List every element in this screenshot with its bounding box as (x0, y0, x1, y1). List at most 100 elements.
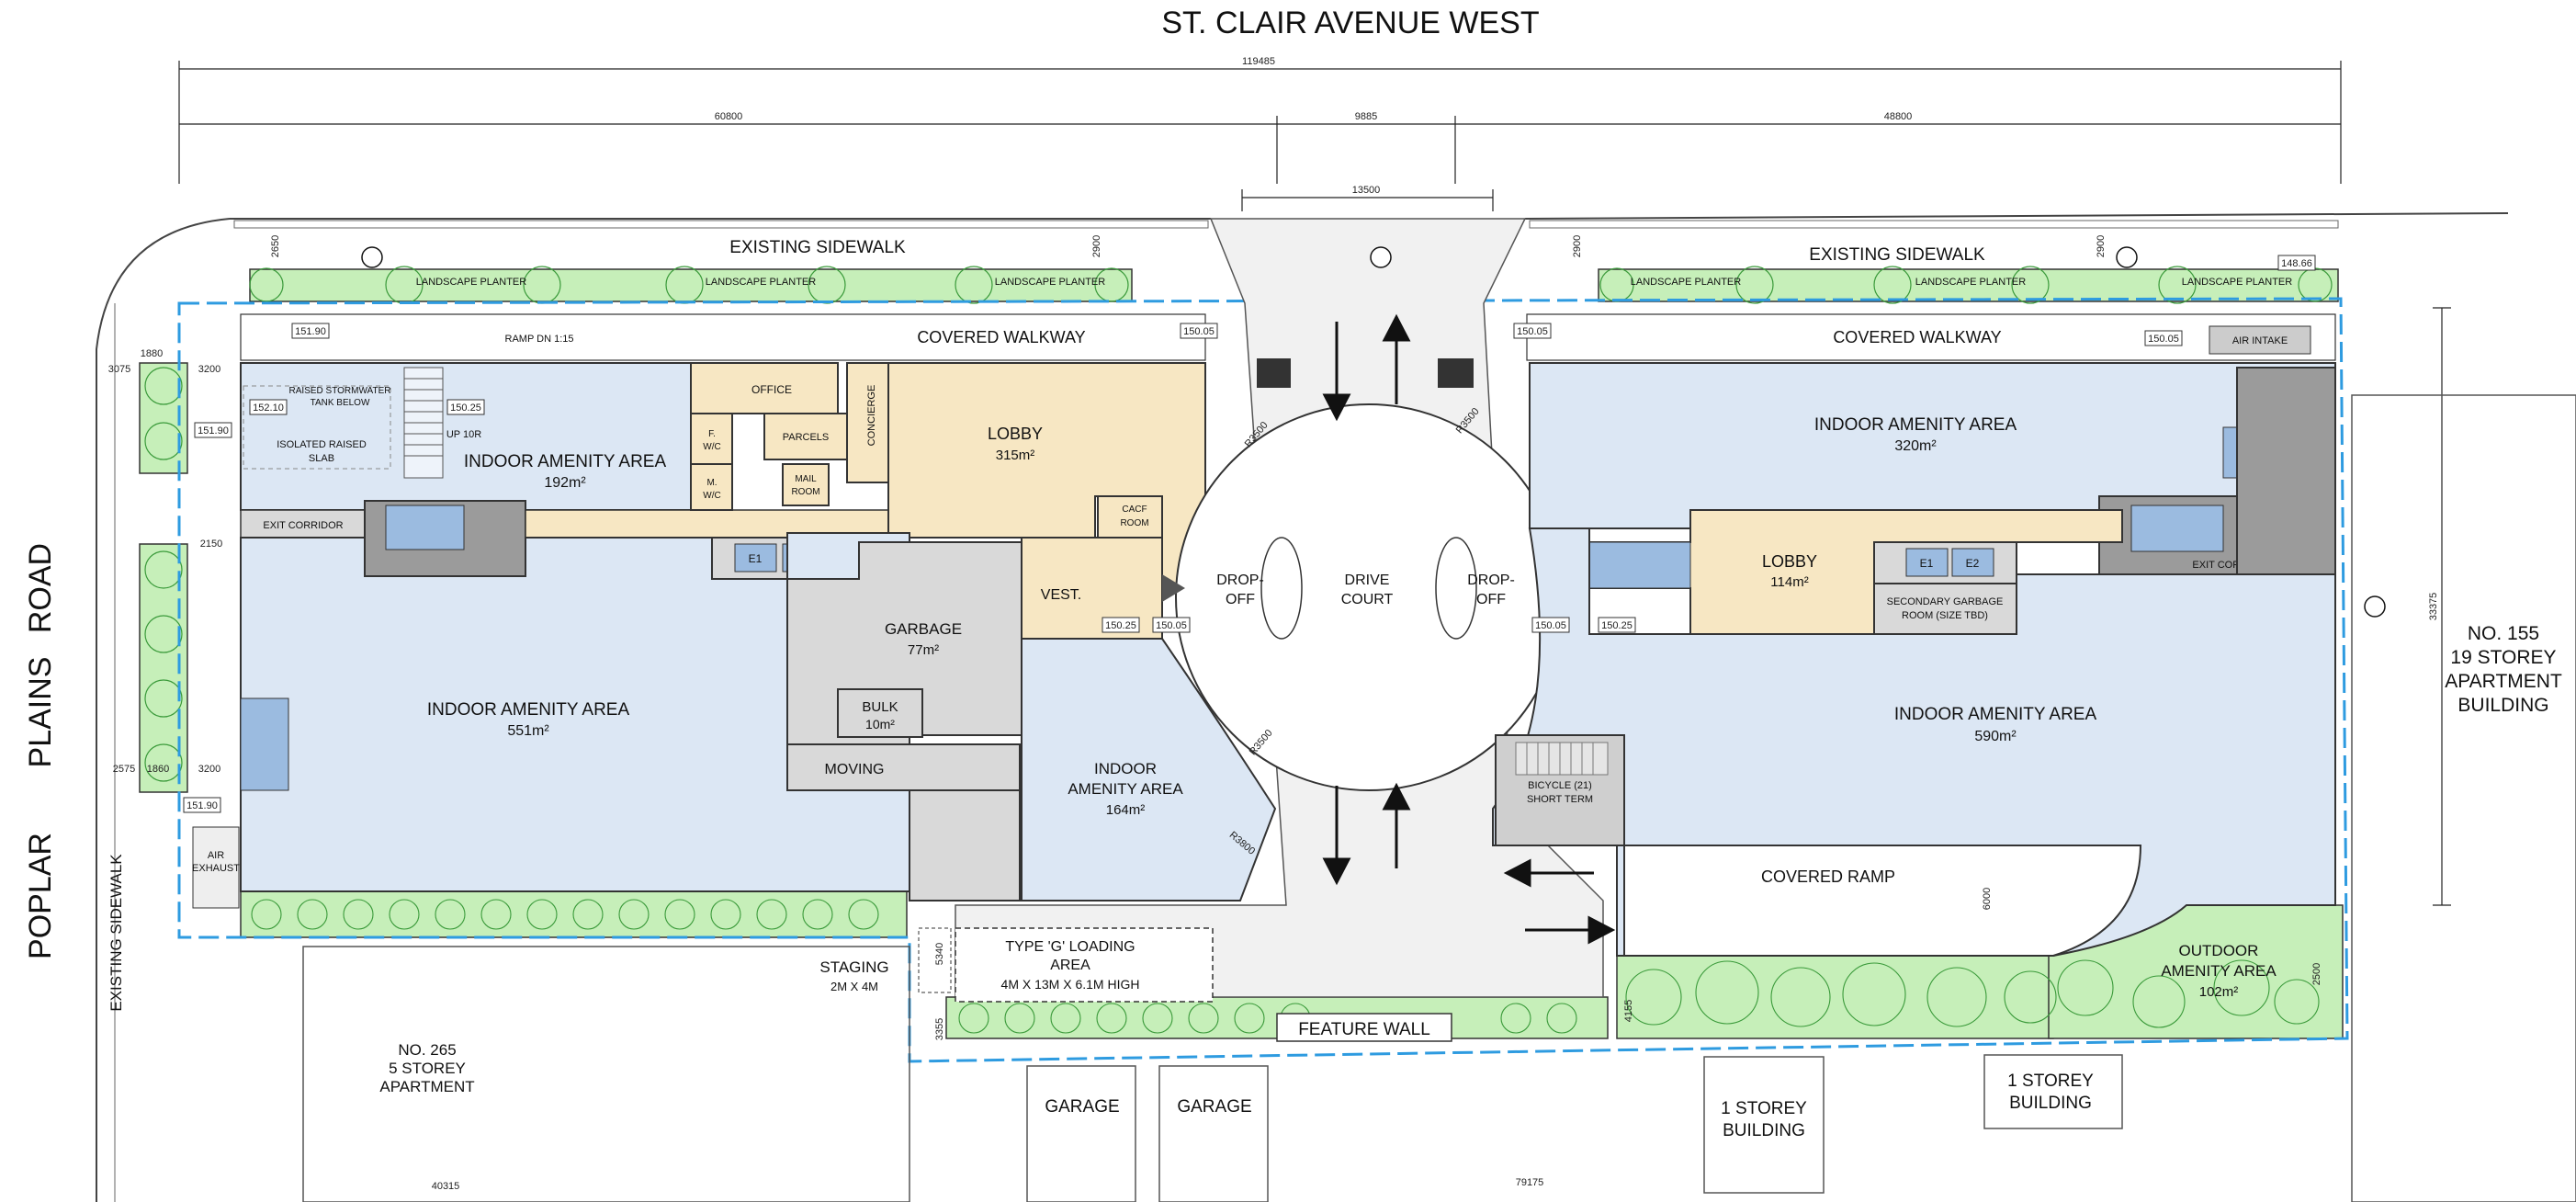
bicycle-label-2: SHORT TERM (1527, 794, 1593, 805)
stair-west-top (403, 367, 444, 479)
outdoor-amenity-area: 102m² (2199, 984, 2239, 1000)
garbage-name: GARBAGE (885, 620, 962, 638)
drop-off-west-2: OFF (1226, 592, 1255, 607)
secondary-garbage-2: ROOM (SIZE TBD) (1902, 610, 1988, 621)
no265-line3: APARTMENT (379, 1078, 474, 1095)
drive-court-arrows (1322, 313, 1616, 945)
bicycle-label-1: BICYCLE (21) (1528, 780, 1592, 791)
parcels-label: PARCELS (783, 432, 830, 443)
room-fwc (690, 413, 733, 465)
dim-1860: 1860 (147, 764, 169, 775)
office-label: OFFICE (751, 383, 792, 396)
level-7: 151.90 (198, 425, 229, 437)
staging-label-2: 2M X 4M (830, 980, 878, 993)
loading-area (955, 927, 1214, 1003)
sidewalk-label-1: EXISTING SIDEWALK (729, 238, 906, 257)
staging-area (918, 927, 952, 993)
stormwater-label-1: RAISED STORMWATER (289, 386, 391, 396)
ramp-down-label: RAMP DN 1:15 (505, 334, 574, 345)
garage-2 (1158, 1065, 1269, 1202)
drop-off-east-2: OFF (1476, 592, 1506, 607)
feature-wall-box (1276, 1013, 1452, 1042)
dim-drive: 9885 (1355, 111, 1377, 122)
room-bulk (837, 688, 923, 738)
moving-corridor (909, 789, 1021, 902)
room-parcels (763, 413, 848, 460)
north-sidewalk (96, 212, 2509, 1202)
concierge-label: CONCIERGE (866, 385, 877, 447)
amenity-192-name: INDOOR AMENITY AREA (464, 452, 667, 471)
level-8: 151.90 (186, 800, 218, 811)
level-3: 150.05 (1517, 326, 1548, 337)
dim-2500: 2500 (2311, 963, 2322, 985)
covered-walkway-west: COVERED WALKWAY (917, 328, 1085, 346)
garage-1-label: GARAGE (1045, 1097, 1119, 1117)
amenity-164-area: 164m² (1106, 802, 1146, 818)
air-exhaust-label-2: EXHAUST (192, 863, 240, 874)
isolated-slab-label-1: ISOLATED RAISED (277, 439, 367, 450)
one-storey-west-1: 1 STOREY (1721, 1099, 1807, 1118)
neighbour-no155 (2351, 394, 2576, 1202)
dim-3200-b: 3200 (198, 764, 220, 775)
dim-2575: 2575 (113, 764, 135, 775)
dim-right-vertical: 33375 (2428, 593, 2439, 621)
no155-line3: APARTMENT (2445, 671, 2562, 692)
elevator-e1-west (734, 543, 777, 573)
air-intake-box (2209, 325, 2311, 355)
drive-court (955, 218, 1604, 998)
drop-off-east-1: DROP- (1467, 573, 1515, 588)
cacf-label-1: CACF (1122, 505, 1147, 515)
room-indoor-amenity-164 (1021, 638, 1277, 902)
no155-line2: 19 STOREY (2450, 647, 2556, 668)
mwc-label-2: W/C (703, 491, 720, 501)
dim-3075: 3075 (108, 364, 130, 375)
room-cacf (1097, 495, 1163, 539)
fwc-label-2: W/C (703, 442, 720, 452)
dim-1880: 1880 (141, 348, 163, 359)
drop-off-arrow-west (1162, 574, 1185, 602)
amenity-164-name-1: INDOOR (1094, 760, 1157, 777)
dim-overall: 119485 (1242, 56, 1275, 67)
planter-trees-west (144, 367, 183, 782)
no265-line2: 5 STOREY (389, 1060, 466, 1077)
mail-label-1: MAIL (795, 474, 817, 484)
street-road: ROAD (23, 543, 58, 633)
lobby-east-name: LOBBY (1762, 552, 1817, 571)
dim-4155: 4155 (1623, 1000, 1634, 1022)
moving-label: MOVING (825, 762, 885, 777)
outdoor-amenity-1: OUTDOOR (2179, 942, 2259, 959)
one-storey-east-2: BUILDING (2009, 1094, 2092, 1113)
no265-line1: NO. 265 (398, 1041, 456, 1059)
sidewalk-label-2: EXISTING SIDEWALK (1809, 245, 1985, 265)
level-11: 150.05 (1535, 620, 1566, 631)
covered-ramp (1623, 845, 2142, 957)
dim-2650: 2650 (270, 235, 281, 257)
room-mwc (690, 463, 733, 511)
dim-bottom-west: 40315 (432, 1181, 460, 1192)
cacf-label-2: ROOM (1120, 518, 1148, 528)
room-office (690, 362, 839, 414)
garage-2-label: GARAGE (1177, 1097, 1251, 1117)
mail-label-2: ROOM (791, 487, 819, 497)
dim-3355: 3355 (934, 1018, 945, 1040)
drive-columns (1257, 358, 1474, 388)
amenity-551-area: 551m² (507, 723, 549, 739)
dim-2900-w: 2900 (1091, 235, 1102, 257)
dim-5340: 5340 (934, 943, 945, 965)
section-marker-icons (361, 246, 2386, 618)
level-5: 152.10 (253, 403, 284, 414)
planter-label-2: LANDSCAPE PLANTER (706, 277, 816, 288)
amenity-164-name-2: AMENITY AREA (1068, 780, 1183, 798)
room-moving (786, 743, 1021, 791)
lobby-west-area: 315m² (996, 448, 1035, 463)
vest-label: VEST. (1041, 587, 1081, 603)
no155-line1: NO. 155 (2468, 623, 2539, 644)
level-6: 150.25 (450, 403, 481, 414)
e1-west-label: E1 (749, 552, 763, 565)
air-exhaust (192, 826, 240, 909)
stair-east-lobby (1588, 541, 1691, 589)
e2-east-label: E2 (1966, 557, 1980, 570)
dim-2900-r: 2900 (2096, 235, 2107, 257)
dim-east: 48800 (1884, 111, 1913, 122)
